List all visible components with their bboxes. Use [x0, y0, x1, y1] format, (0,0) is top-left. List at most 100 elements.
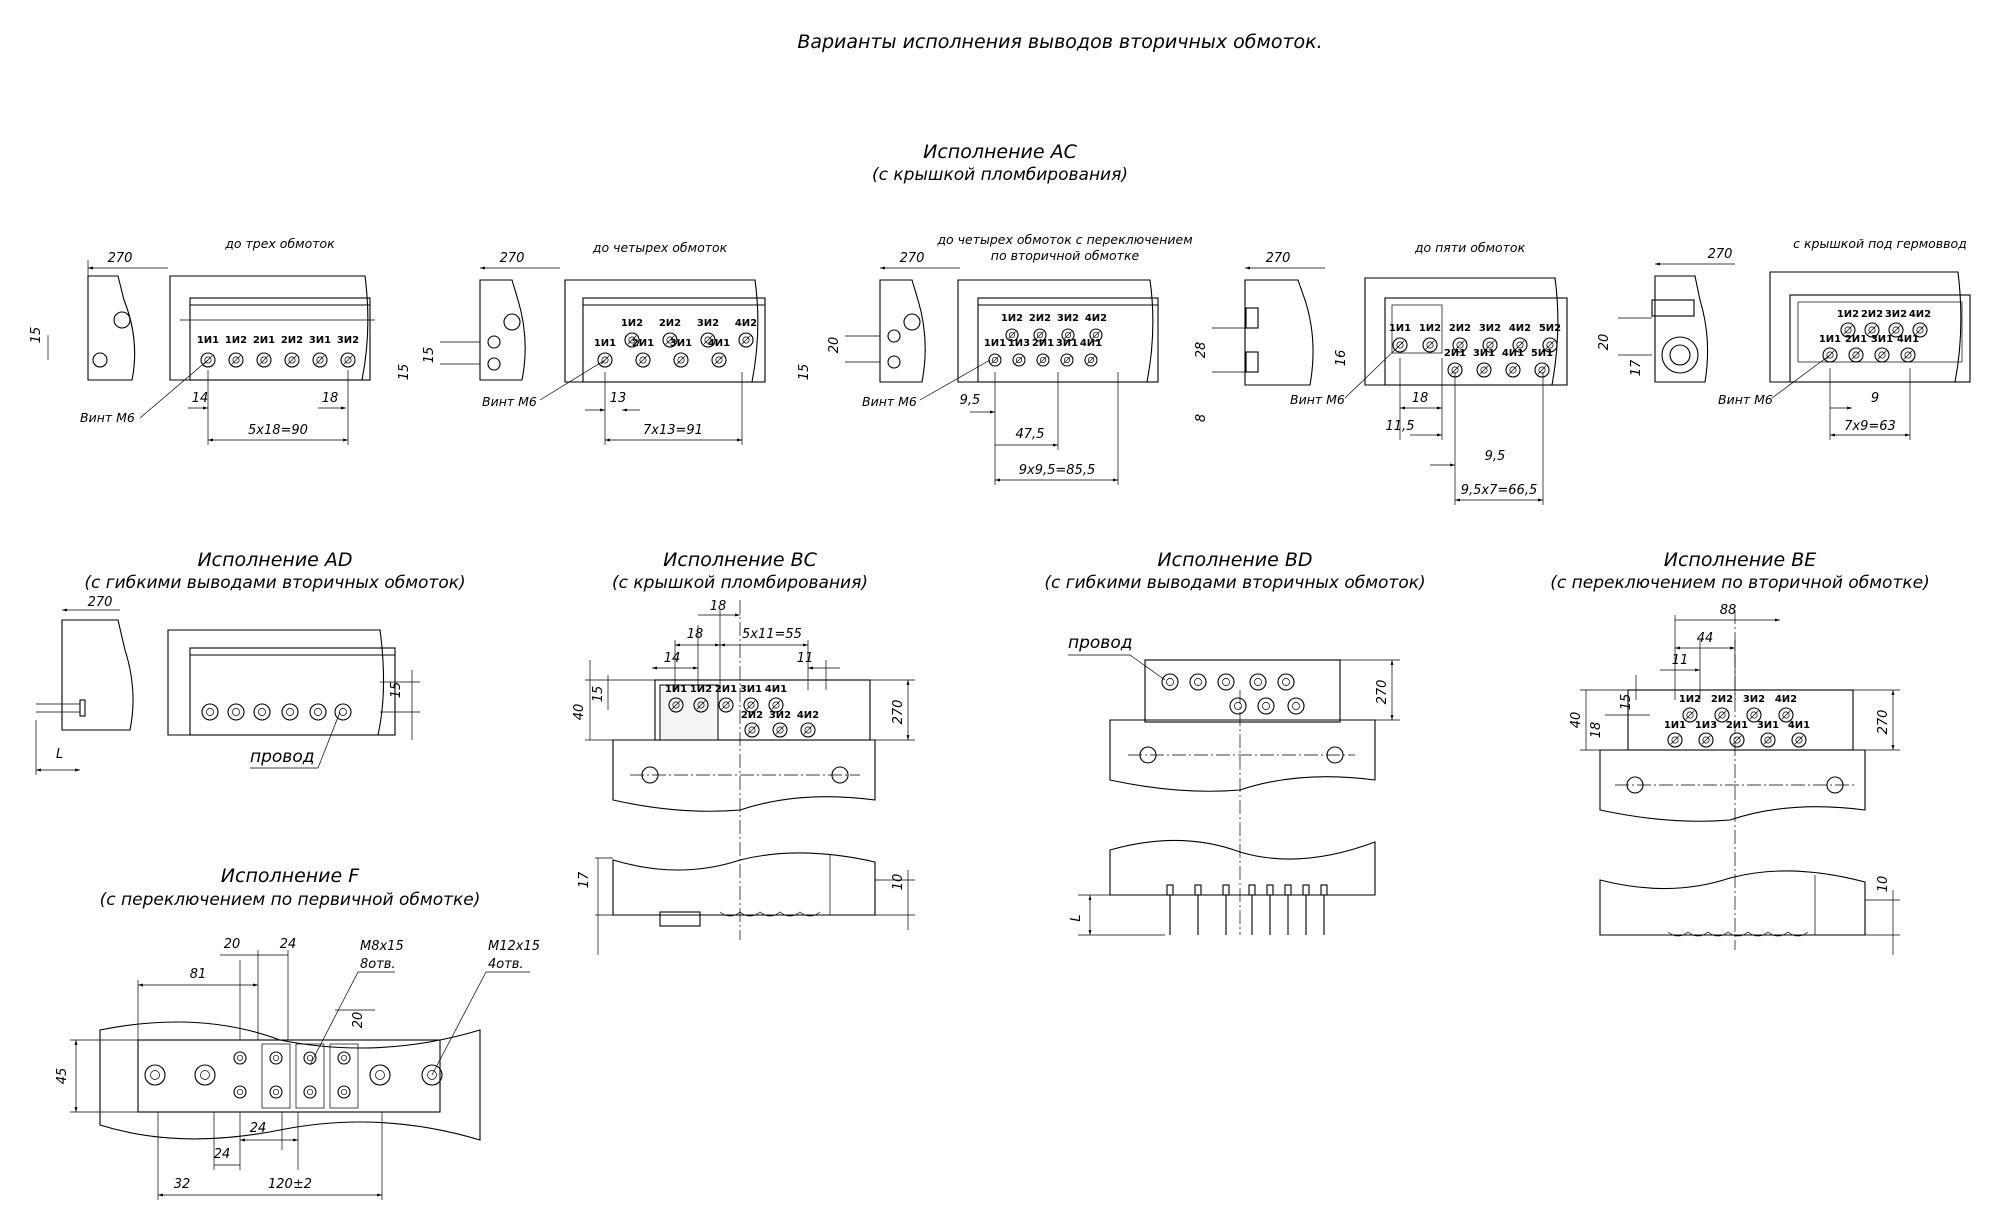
ac-v1-terminal-screw: [312, 352, 328, 368]
f-dim-24a: 24: [280, 937, 297, 952]
bc-top-terminal-screw-slot: [671, 700, 681, 710]
ac-v3-top-terminal-screw-core: [1064, 331, 1072, 339]
ad-terminal-screw: [227, 703, 245, 721]
bc-bottom-terminal-screw-core: [748, 726, 756, 734]
f-primary-terminal-screw-core: [200, 1070, 210, 1080]
ac-variant-3: до четырех обмоток с переключением по вт…: [797, 232, 1193, 485]
ac-v2-bottom-terminal-screw-core: [601, 356, 609, 364]
be-top-terminal-screw: [1714, 707, 1730, 723]
bc-dim-17: 17: [577, 871, 592, 888]
ac-v4-top-terminal-label: 1И1: [1389, 323, 1411, 334]
ac-v5-top-terminal-screw-slot: [1915, 325, 1925, 335]
ac-v3-dim-9-5: 9,5: [960, 393, 981, 408]
bc-top-terminal-screw: [668, 697, 684, 713]
bd-dim-L: L: [1069, 914, 1084, 921]
be-side-view: [1599, 870, 1866, 936]
bd-terminal-screw: [1277, 673, 1295, 691]
ac-v2-top-terminal-screw-slot: [741, 335, 751, 345]
be-dim-15: 15: [1619, 694, 1634, 711]
bc-top-terminal-screw: [743, 697, 759, 713]
bc-bottom-terminal-label: 3И2: [769, 710, 791, 721]
ac-v5-top-terminal-screw-slot: [1891, 325, 1901, 335]
f-dim-32: 32: [174, 1177, 191, 1192]
ac-v4-bottom-terminal-label: 2И1: [1444, 348, 1466, 359]
ad-terminal-screw: [281, 703, 299, 721]
ac-v3-top-terminal-screw-slot: [1008, 331, 1016, 339]
ac-v5-bottom-terminal-screw-core: [1904, 351, 1912, 359]
ac-v2-bottom-terminal-screw: [673, 352, 689, 368]
be-subtitle: (с переключением по вторичной обмотке): [1550, 573, 1929, 593]
bc-dim-18b: 18: [687, 627, 704, 642]
be-top-terminal-label: 3И2: [1743, 694, 1765, 705]
be-top-terminal-screw-core: [1750, 711, 1758, 719]
ad-terminal-screw-core: [314, 708, 322, 716]
ac-v5-bottom-terminal-label: 2И1: [1845, 334, 1867, 345]
ac-v3-bottom-terminal-screw: [1060, 353, 1074, 367]
bc-subtitle: (с крышкой пломбирования): [612, 573, 868, 593]
ac-v1-side-hole-2: [92, 352, 108, 368]
ac-v2-bottom-terminal-screw: [635, 352, 651, 368]
ac-v2-top-terminal-label: 3И2: [697, 318, 719, 329]
ac-v1-terminal-screw-slot: [343, 355, 353, 365]
be-bottom-terminal-label: 1И3: [1695, 720, 1717, 731]
be-bottom-terminal-label: 4И1: [1788, 720, 1810, 731]
f-switch-terminal-screw-core: [306, 1088, 314, 1096]
f-dim-24b: 24: [250, 1121, 267, 1136]
ac-v1-terminal-screw-core: [232, 356, 240, 364]
ac-v3-dim-47-5: 47,5: [1016, 427, 1045, 442]
bc-top-terminal-label: 1И2: [690, 684, 712, 695]
ac-v2-top-terminal-label: 4И2: [735, 318, 757, 329]
ac-v4-top-terminal-screw: [1482, 337, 1498, 353]
ac-v5-bottom-terminal-screw-core: [1826, 351, 1834, 359]
be-dim-18: 18: [1589, 722, 1604, 739]
bd-dim-270: 270: [1375, 680, 1390, 705]
bc-top-terminal-screw-core: [772, 701, 780, 709]
bd-terminal-screw: [1189, 673, 1207, 691]
ac-v3-span: 9x9,5=85,5: [1019, 463, 1095, 478]
ad-title: Исполнение AD: [197, 549, 352, 571]
main-title: Варианты исполнения выводов вторичных об…: [797, 31, 1322, 53]
be-top-terminal-screw-core: [1718, 711, 1726, 719]
ac-v1-span: 5x18=90: [248, 423, 308, 438]
ac-v1-terminal-screw: [256, 352, 272, 368]
ac-v1-terminal-label: 2И2: [281, 335, 303, 346]
ac-v1-terminal-screw-core: [344, 356, 352, 364]
ac-v5-bottom-terminal-screw-slot: [1877, 350, 1887, 360]
bc-top-terminal-screw: [693, 697, 709, 713]
ac-v5-top-terminal-screw-core: [1916, 326, 1924, 334]
bc-top-terminal-screw-core: [672, 701, 680, 709]
ac-v5-bottom-terminal-label: 3И1: [1871, 334, 1893, 345]
ac-v2-top-terminal-screw-core: [628, 336, 636, 344]
ac-v2-dim-15b: 15: [397, 364, 412, 381]
ac-v3-top-terminal-label: 2И2: [1029, 313, 1051, 324]
f-dim-45: 45: [55, 1068, 70, 1085]
be-bottom-terminal-screw-slot: [1732, 735, 1742, 745]
ac-v5-top-terminal-screw-slot: [1843, 325, 1853, 335]
bd-wire-pin-base: [1320, 884, 1328, 896]
ac-v3-screw-label: Винт М6: [862, 394, 917, 409]
ac-v1-terminal-screw: [228, 352, 244, 368]
ad-terminal-screw: [334, 703, 352, 721]
ac-v1-terminal-screw-core: [260, 356, 268, 364]
bd-terminal-screw-core: [1282, 678, 1290, 686]
be-section: Исполнение BE (с переключением по вторич…: [1550, 549, 1930, 955]
ac-v4-bottom-terminal-screw: [1534, 362, 1550, 378]
bd-wire-pin-base: [1166, 884, 1174, 896]
f-switch-terminal-screw-core: [236, 1054, 244, 1062]
ac-v4-bottom-terminal-label: 3И1: [1473, 348, 1495, 359]
ad-terminal-screw-core: [206, 708, 214, 716]
ac-v2-screw-label: Винт М6: [482, 394, 537, 409]
f-switch-terminal-screw: [303, 1051, 317, 1065]
ac-v2-caption: до четырех обмоток: [592, 240, 728, 255]
ac-v5-bottom-terminal-screw: [1848, 347, 1864, 363]
ac-v2-bottom-terminal-screw-slot: [638, 355, 648, 365]
ac-v2-top-terminal-screw-slot: [703, 335, 713, 345]
ac-v3-caption-1: до четырех обмоток с переключением: [936, 232, 1192, 247]
be-top-terminal-screw-slot: [1717, 710, 1727, 720]
be-top-terminal-screw: [1778, 707, 1794, 723]
ac-v1-dim-14: 14: [192, 391, 209, 406]
ad-terminal-screw-core: [339, 708, 347, 716]
be-dim-11: 11: [1672, 653, 1689, 668]
ac-v3-top-terminal-label: 4И2: [1085, 313, 1107, 324]
ac-v5-bottom-terminal-screw: [1822, 347, 1838, 363]
